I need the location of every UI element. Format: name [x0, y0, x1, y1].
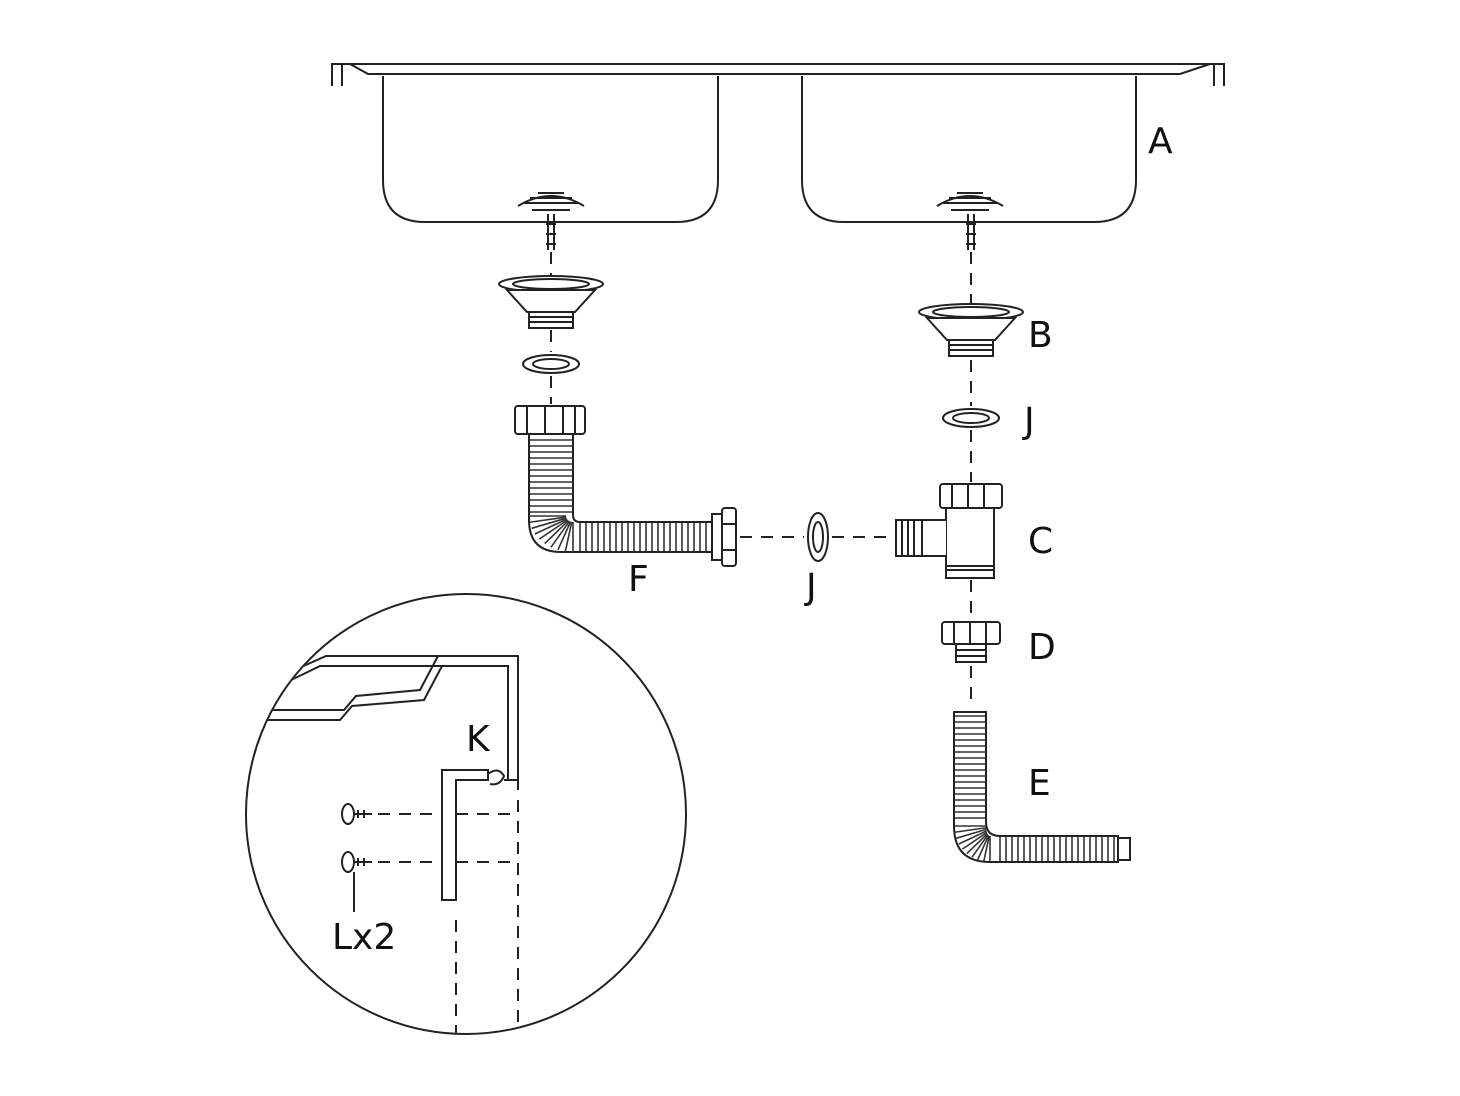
- flexible-hose-f: [514, 405, 737, 567]
- hose-rib: [538, 519, 569, 540]
- label-screws: Lx2: [332, 917, 397, 958]
- hose-rib: [564, 521, 573, 552]
- hose-rib: [557, 521, 572, 551]
- upper-left-washer: [522, 354, 580, 374]
- screw-upper: [341, 803, 372, 825]
- hose-rib: [544, 520, 570, 545]
- label-sink: A: [1148, 121, 1173, 162]
- hose-rib: [955, 828, 987, 840]
- hose-rib: [954, 826, 987, 834]
- hose-rib: [976, 835, 990, 861]
- label-reducer-nut: D: [1028, 627, 1056, 668]
- hose-rib: [529, 516, 567, 524]
- label-overflow-hose: F: [628, 559, 649, 600]
- screw-lower: [341, 851, 372, 873]
- hose-rib: [961, 831, 988, 850]
- reducer-nut-d: [941, 621, 1001, 663]
- label-washer-lower: J: [806, 567, 817, 608]
- label-strainer-basket: B: [1028, 315, 1053, 356]
- left-strainer-basket: [498, 275, 604, 329]
- hose-rib: [550, 520, 571, 548]
- middle-washer: [807, 512, 829, 562]
- tee-connector-c: [895, 483, 1003, 579]
- label-mounting-clip: K: [466, 719, 490, 760]
- label-drain-hose: E: [1028, 763, 1051, 804]
- hose-rib: [534, 518, 568, 535]
- label-tee-connector: C: [1028, 521, 1054, 562]
- upper-right-washer: [942, 408, 1000, 428]
- label-washer-upper: J: [1024, 401, 1035, 442]
- right-drain-grid: [936, 192, 1004, 211]
- hose-rib: [966, 833, 988, 855]
- hose-rib: [971, 834, 989, 858]
- mounting-clip-detail: [245, 593, 687, 1035]
- hose-rib: [958, 830, 987, 845]
- hose-rib: [982, 835, 991, 862]
- right-strainer-basket: [918, 303, 1024, 357]
- assembly-guide-lines: [550, 252, 972, 708]
- drain-hose-e: [953, 711, 1131, 863]
- double-sink: [331, 63, 1225, 250]
- left-drain-grid: [517, 192, 585, 211]
- hose-rib: [531, 517, 567, 530]
